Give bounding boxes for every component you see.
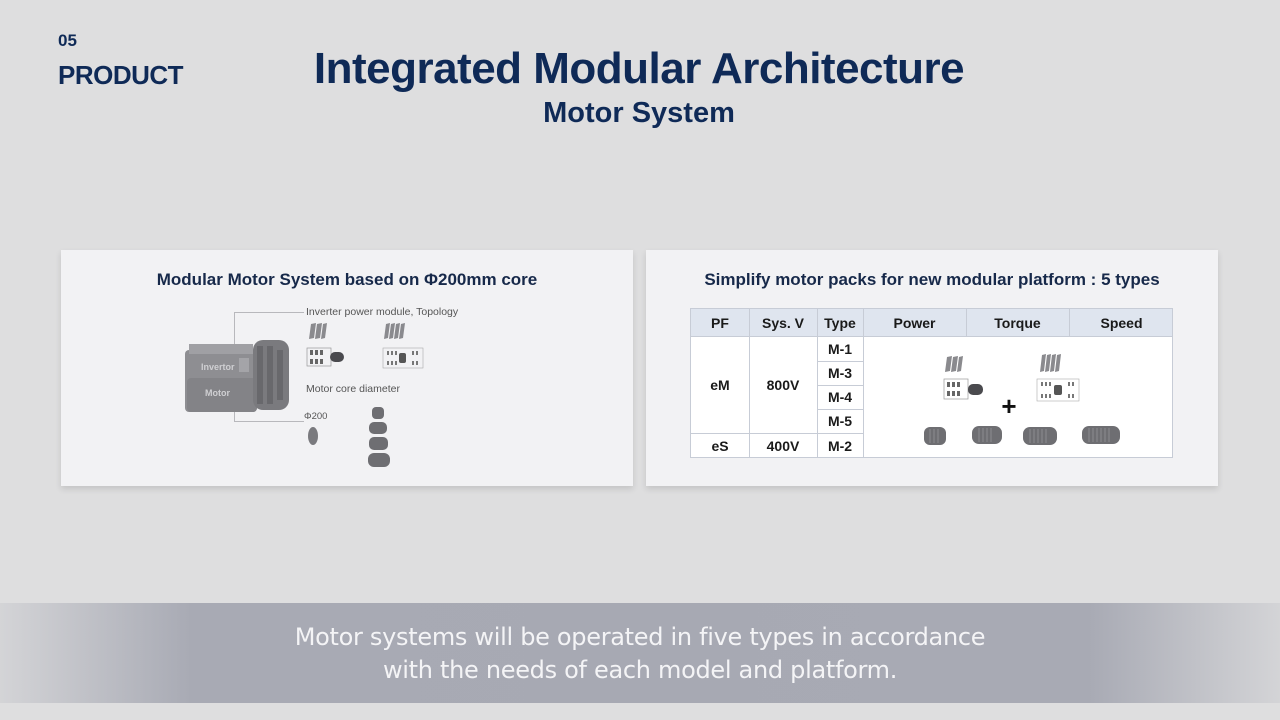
- power-module-icon: [945, 356, 963, 372]
- section-number: 05: [58, 31, 77, 50]
- type-cell: M-3: [827, 365, 853, 381]
- column-header-power: Power: [893, 315, 936, 331]
- topology-diagram-icon: [382, 347, 424, 369]
- column-header-speed: Speed: [1100, 315, 1143, 331]
- type-cell: M-2: [827, 437, 853, 454]
- motor-core-stack-icon: [368, 407, 390, 467]
- caption-line-1: Motor systems will be operated in five t…: [294, 623, 986, 651]
- modular-motor-card: Modular Motor System based on Φ200mm cor…: [61, 250, 633, 486]
- core-size-label: Φ200: [304, 411, 328, 422]
- inverter-module-label: Inverter power module, Topology: [306, 306, 459, 318]
- connector-line: [234, 421, 304, 422]
- divider: [966, 309, 967, 337]
- svg-text:Invertor: Invertor: [201, 362, 235, 372]
- divider: [817, 361, 863, 362]
- motor-pack-table: PF Sys. V Type Power Torque Speed eM 800…: [690, 308, 1173, 458]
- type-cell: M-1: [827, 341, 853, 357]
- pf-cell: eS: [711, 437, 729, 454]
- table-header-row: PF Sys. V Type Power Torque Speed: [691, 309, 1172, 337]
- motor-core-icon: [972, 426, 1002, 444]
- connector-line: [234, 312, 304, 313]
- motor-core-icon: [1023, 427, 1057, 445]
- topology-diagram-icon: [306, 347, 344, 367]
- divider: [817, 309, 818, 337]
- topology-diagram-icon: [1036, 378, 1080, 402]
- divider: [749, 309, 750, 337]
- plus-icon: +: [1001, 391, 1017, 421]
- page-subtitle: Motor System: [543, 97, 735, 129]
- divider: [863, 337, 864, 458]
- motor-core-icon: [308, 427, 318, 445]
- subtitle-caption-bar: Motor systems will be operated in five t…: [0, 603, 1280, 703]
- topology-diagram-icon: [943, 378, 983, 400]
- sys-v-cell: 400V: [766, 437, 800, 454]
- type-cell: M-5: [827, 413, 853, 429]
- column-header-torque: Torque: [994, 315, 1041, 331]
- card-title: Simplify motor packs for new modular pla…: [704, 270, 1160, 289]
- column-header-type: Type: [824, 315, 856, 331]
- power-module-icon: [309, 323, 327, 339]
- divider: [1069, 309, 1070, 337]
- divider: [817, 337, 818, 458]
- power-module-icon: [1040, 354, 1061, 372]
- page-title: Integrated Modular Architecture: [313, 44, 965, 93]
- motor-packs-card: Simplify motor packs for new modular pla…: [646, 250, 1218, 486]
- column-header-sys-v: Sys. V: [761, 315, 805, 331]
- card-title: Modular Motor System based on Φ200mm cor…: [156, 270, 538, 289]
- divider: [817, 409, 863, 410]
- power-module-icon: [384, 323, 405, 339]
- divider: [749, 337, 750, 458]
- sys-v-cell: 800V: [766, 377, 800, 393]
- divider: [817, 385, 863, 386]
- divider: [691, 433, 863, 434]
- motor-assembly-icon: Invertor Motor: [185, 340, 289, 412]
- column-header-pf: PF: [711, 315, 729, 331]
- caption-line-2: with the needs of each model and platfor…: [382, 656, 898, 684]
- pf-cell: eM: [710, 377, 730, 393]
- motor-core-icon: [1082, 426, 1120, 444]
- type-cell: M-4: [827, 389, 853, 405]
- motor-core-icon: [924, 427, 946, 445]
- svg-text:Motor: Motor: [205, 388, 230, 398]
- core-diameter-label: Motor core diameter: [306, 383, 400, 395]
- section-label: PRODUCT: [58, 60, 184, 90]
- divider: [863, 309, 864, 337]
